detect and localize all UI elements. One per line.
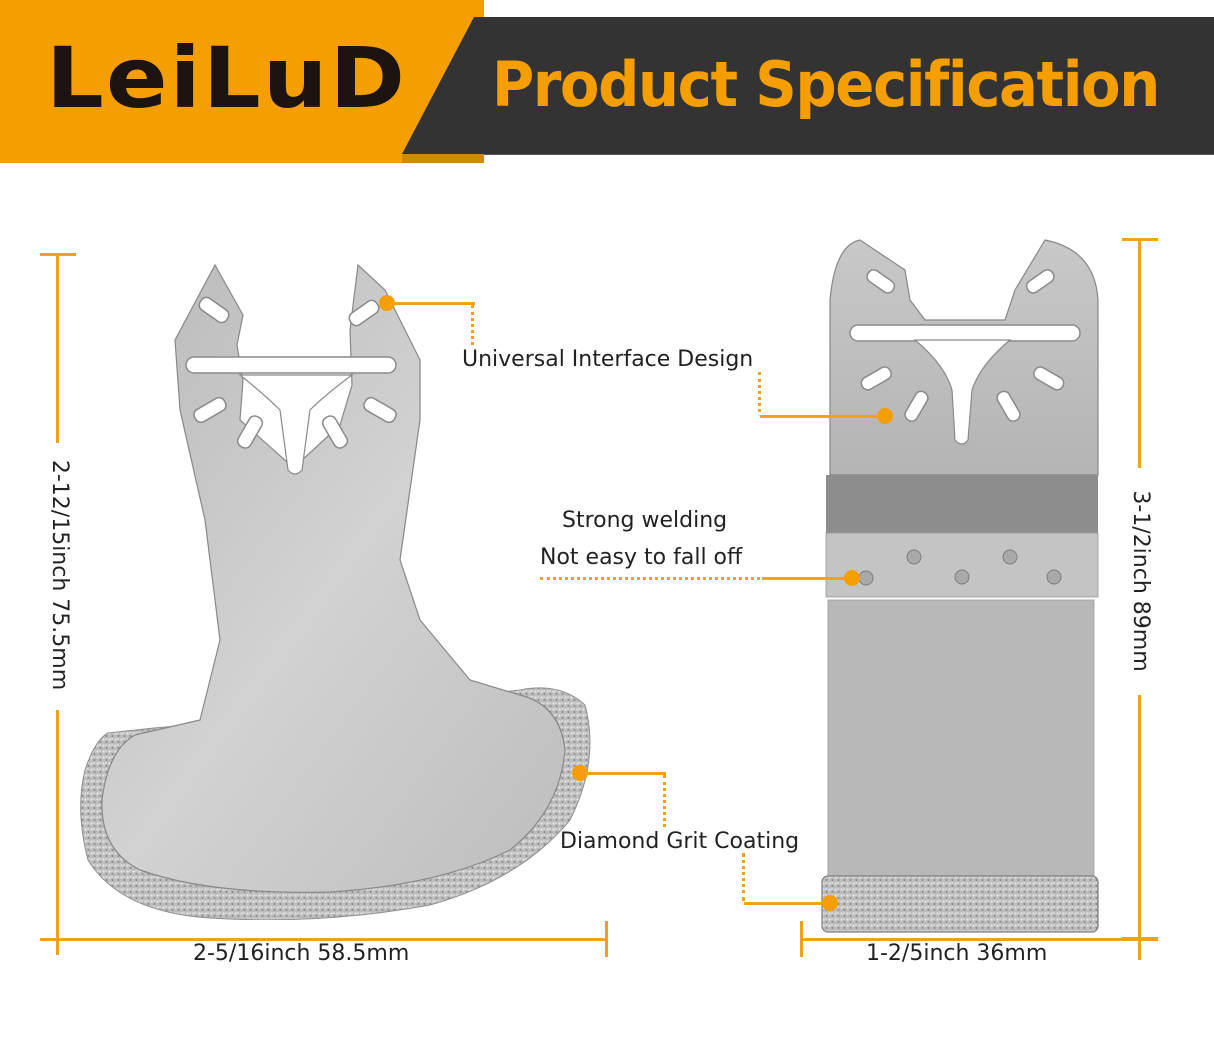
right-height-dimension-line-bottom	[1138, 695, 1141, 960]
brand-band-shadow	[402, 154, 484, 163]
interface-callout-label: Universal Interface Design	[462, 347, 754, 372]
coating-callout-line-left	[584, 772, 666, 775]
coating-callout-dot-left	[572, 765, 588, 781]
interface-callout-dot-left	[379, 295, 395, 311]
right-height-label: 3-1/2inch 89mm	[1128, 490, 1153, 672]
interface-callout-dotted-right	[758, 372, 761, 412]
coating-callout-label: Diamond Grit Coating	[560, 829, 800, 854]
coating-callout-dot-right	[822, 895, 838, 911]
interface-callout-line-left	[390, 302, 475, 305]
right-height-dimension-line-top	[1138, 238, 1141, 468]
welding-callout-dotted	[540, 577, 760, 580]
interface-callout-dot-right	[877, 408, 893, 424]
left-width-label: 2-5/16inch 58.5mm	[193, 941, 410, 966]
right-blade-image	[821, 239, 1099, 933]
welding-callout-line	[762, 577, 844, 580]
title-band	[402, 17, 1214, 155]
page-title: Product Specification	[492, 48, 1160, 121]
right-width-dimension-line	[800, 938, 1158, 941]
right-width-dimension-cap-left	[800, 921, 803, 957]
welding-callout-line1: Strong welding	[562, 508, 728, 533]
left-blade-image	[80, 263, 591, 920]
coating-callout-dotted-right	[742, 853, 745, 901]
brand-band	[0, 0, 484, 163]
left-width-dimension-line	[40, 938, 608, 941]
coating-callout-line-right	[744, 902, 826, 905]
left-height-label: 2-12/15inch 75.5mm	[47, 459, 72, 691]
welding-callout-dot	[844, 570, 860, 586]
header-banner: LeiLuD Product Specification	[0, 0, 1214, 165]
left-height-dimension-line-bottom	[56, 710, 59, 955]
left-width-dimension-cap-right	[605, 921, 608, 957]
right-width-label: 1-2/5inch 36mm	[866, 941, 1048, 966]
left-height-dimension-line-top	[56, 253, 59, 443]
welding-callout-line2: Not easy to fall off	[540, 545, 743, 570]
interface-callout-line-right	[760, 415, 882, 418]
interface-callout-dotted-left	[471, 305, 474, 345]
brand-logo: LeiLuD	[46, 29, 408, 127]
coating-callout-dotted-left	[663, 775, 666, 827]
